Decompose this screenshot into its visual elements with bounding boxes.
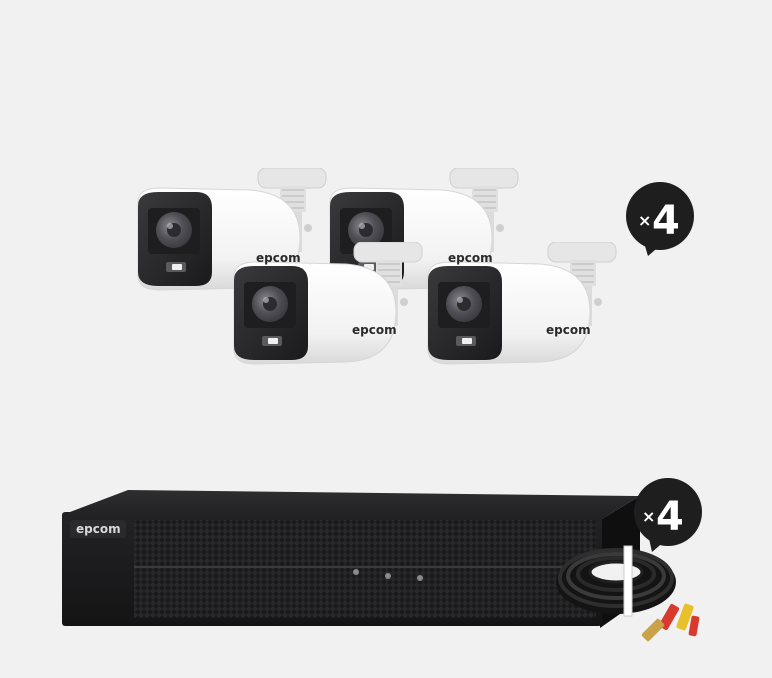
dvr-recorder: epcom [62,490,640,628]
dvr-brand-logo: epcom [76,522,121,536]
cable-badge-count: 4 [656,494,684,540]
camera-brand-logo: epcom [256,251,301,265]
camera-quantity-badge: × 4 [626,182,694,256]
camera-brand-logo: epcom [448,251,493,265]
camera-badge-times: × [638,211,651,230]
camera-brand-logo: epcom [546,323,591,337]
camera-badge-count: 4 [652,198,680,244]
camera-brand-logo: epcom [352,323,397,337]
cable-badge-times: × [642,507,655,526]
cable-coil [556,545,700,642]
cable-quantity-badge: × 4 [634,478,702,552]
